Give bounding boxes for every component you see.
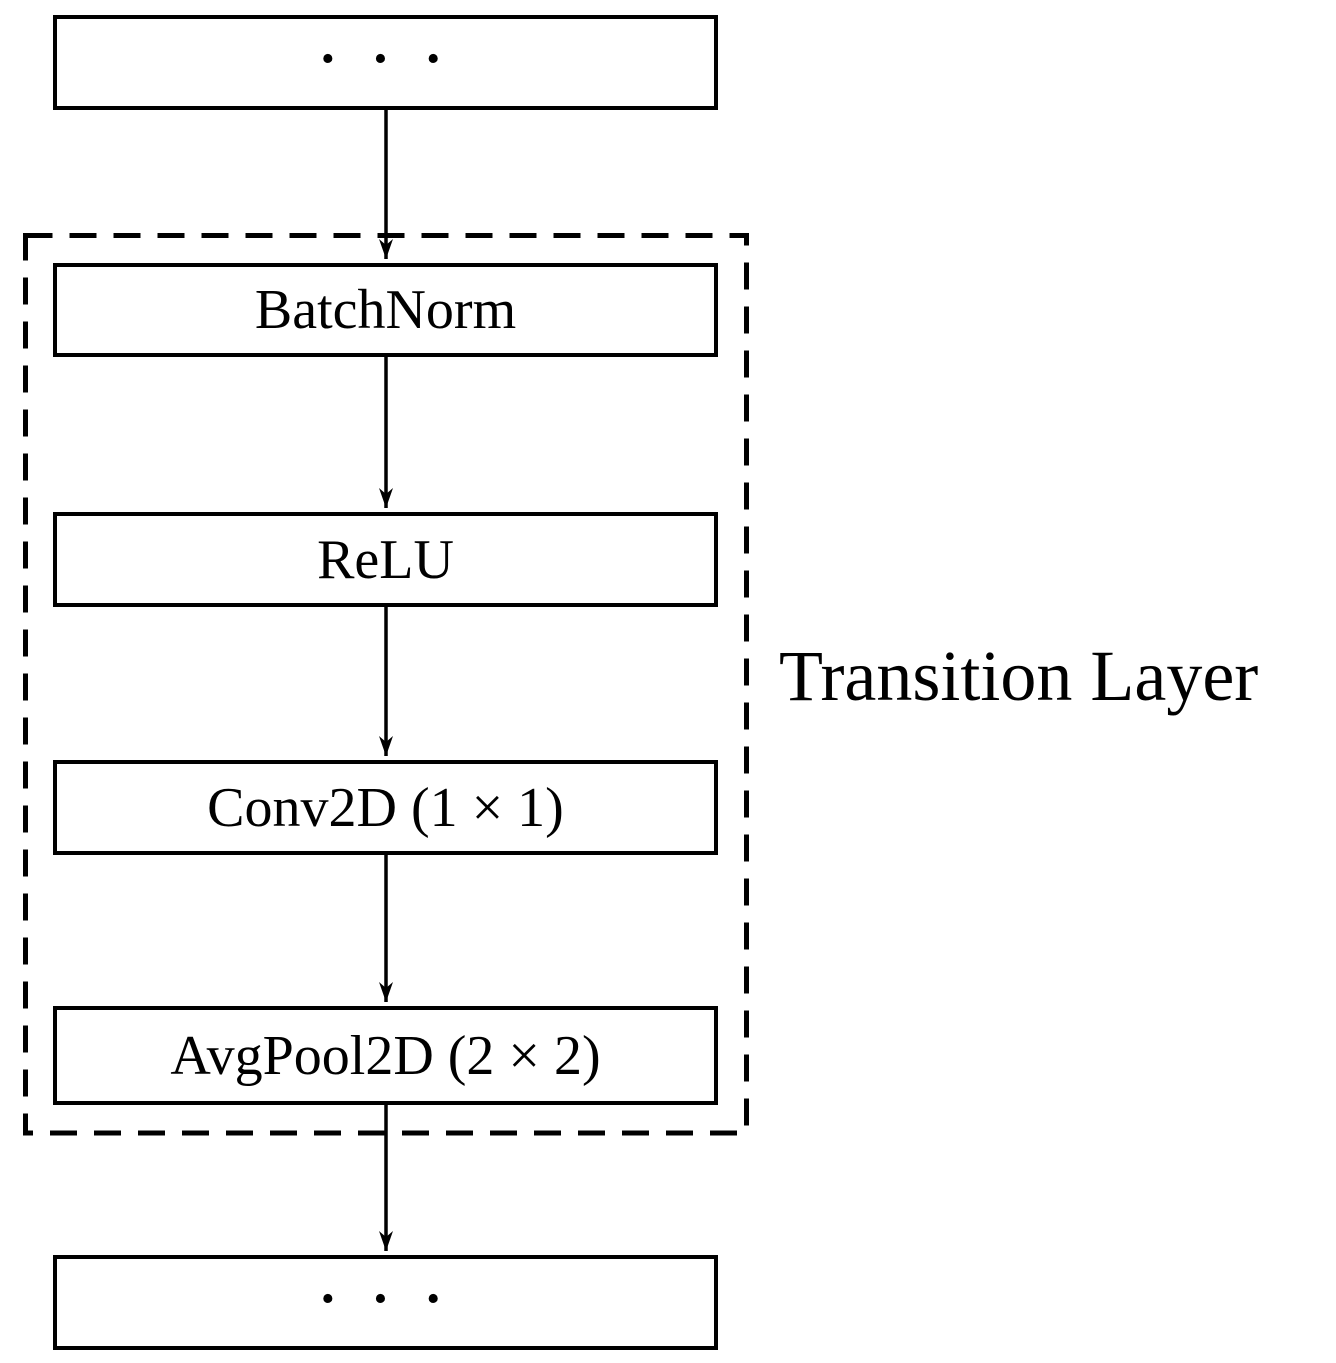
node-next-layers: · · · <box>53 1255 718 1350</box>
node-conv2d: Conv2D (1 × 1) <box>53 760 718 855</box>
node-avgpool2d: AvgPool2D (2 × 2) <box>53 1006 718 1105</box>
previous-layers-label: · · · <box>318 27 453 90</box>
batchnorm-label: BatchNorm <box>254 279 517 341</box>
conv2d-label: Conv2D (1 × 1) <box>207 776 564 839</box>
avgpool2d-label: AvgPool2D (2 × 2) <box>170 1024 601 1087</box>
node-relu: ReLU <box>53 512 718 607</box>
transition-layer-label: Transition Layer <box>779 636 1259 716</box>
node-batchnorm: BatchNorm <box>53 263 718 357</box>
next-layers-label: · · · <box>318 1267 453 1330</box>
node-previous-layers: · · · <box>53 15 718 110</box>
transition-layer-boundary <box>23 233 749 1136</box>
relu-label: ReLU <box>317 528 454 591</box>
